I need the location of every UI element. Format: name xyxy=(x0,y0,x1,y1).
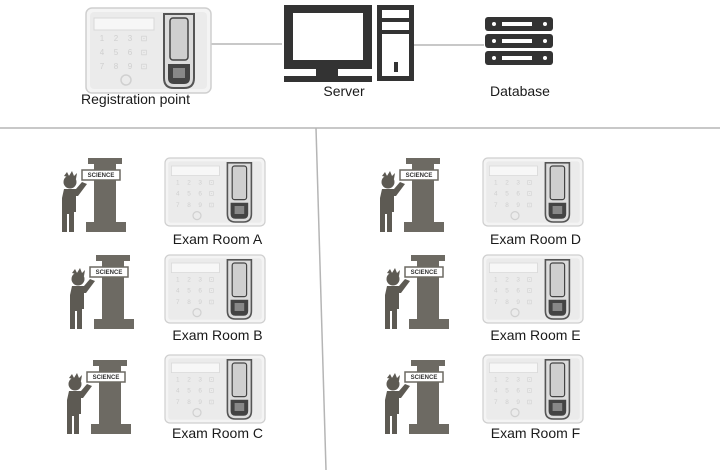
exam-room-b-label: Exam Room B xyxy=(172,327,263,343)
exam-room-e-pillar-icon xyxy=(384,254,450,330)
sign-text-e: SCIENCE xyxy=(411,270,438,276)
exam-room-a-terminal-icon xyxy=(164,157,266,227)
database-label: Database xyxy=(490,83,550,99)
sign-text-f: SCIENCE xyxy=(411,375,438,381)
exam-room-f-label: Exam Room F xyxy=(490,425,581,441)
exam-room-c-terminal-icon xyxy=(164,354,266,424)
exam-room-a-label: Exam Room A xyxy=(172,231,263,247)
exam-room-f-terminal-icon xyxy=(482,354,584,424)
sign-text-a: SCIENCE xyxy=(88,173,115,179)
registration-terminal-icon xyxy=(85,7,212,94)
sign-text-d: SCIENCE xyxy=(406,173,433,179)
server-label: Server xyxy=(323,83,365,99)
exam-room-d-terminal-icon xyxy=(482,157,584,227)
sign-text-b: SCIENCE xyxy=(96,270,123,276)
registration-point-label: Registration point xyxy=(81,91,190,107)
exam-room-f-pillar-icon xyxy=(384,359,450,435)
exam-room-c-pillar-icon xyxy=(66,359,132,435)
exam-room-a-pillar-icon xyxy=(61,157,127,233)
exam-room-e-label: Exam Room E xyxy=(490,327,581,343)
exam-room-d-pillar-icon xyxy=(379,157,445,233)
exam-room-b-pillar-icon xyxy=(69,254,135,330)
exam-room-c-label: Exam Room C xyxy=(171,425,264,441)
desktop-computer-icon xyxy=(284,5,414,82)
database-server-icon xyxy=(485,17,553,65)
sign-text-c: SCIENCE xyxy=(93,375,120,381)
vertical-divider xyxy=(315,127,327,470)
exam-room-b-terminal-icon xyxy=(164,254,266,324)
exam-room-d-label: Exam Room D xyxy=(489,231,582,247)
exam-room-e-terminal-icon xyxy=(482,254,584,324)
